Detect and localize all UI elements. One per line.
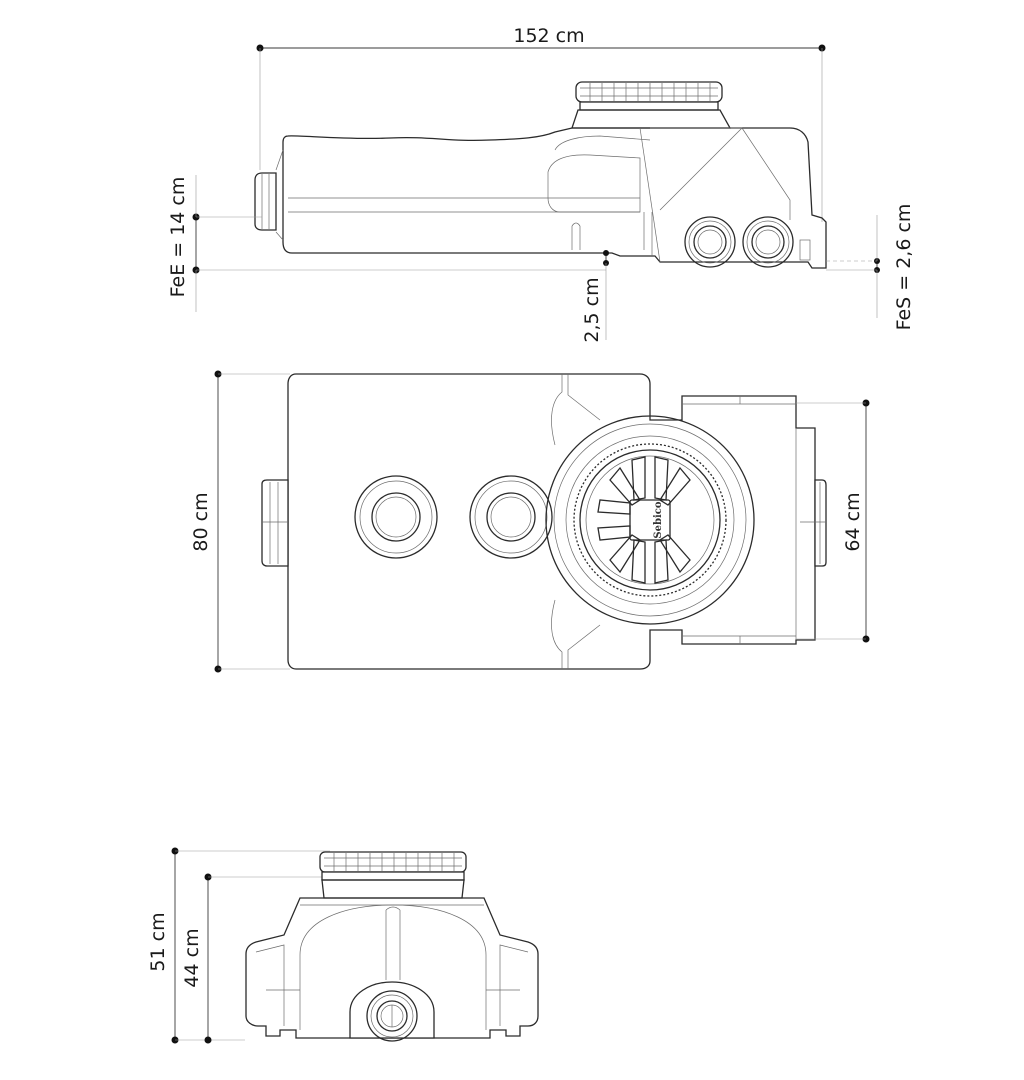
- front-cap: [319, 851, 467, 899]
- inlet-height-dimension: FeE = 14 cm: [167, 175, 606, 312]
- width-label: 80 cm: [190, 492, 212, 551]
- side-view: 152 cm: [167, 25, 915, 343]
- side-outlet-right: [742, 216, 794, 268]
- top-outlet: [800, 479, 827, 567]
- base-offset-dimension: 2,5 cm: [581, 250, 609, 343]
- body-width-label: 64 cm: [842, 492, 864, 551]
- side-inlet: [254, 149, 284, 241]
- front-tank-body: [245, 897, 539, 1039]
- top-cap: Sebico: [545, 415, 755, 625]
- length-label: 152 cm: [513, 25, 584, 47]
- top-opening-left: [354, 475, 438, 559]
- top-view: 80 cm: [190, 370, 870, 673]
- total-height-label: 51 cm: [147, 912, 169, 971]
- side-cap: [571, 81, 732, 129]
- front-view: 51 cm 44 cm: [147, 847, 539, 1044]
- brand-logo: Sebico: [653, 501, 664, 538]
- outlet-height-label: FeS = 2,6 cm: [893, 204, 915, 331]
- total-height-dimension: 51 cm: [147, 847, 330, 1044]
- base-offset-label: 2,5 cm: [581, 277, 603, 342]
- body-height-dimension: 44 cm: [181, 873, 330, 1044]
- body-height-label: 44 cm: [181, 928, 203, 987]
- outlet-height-dimension: FeS = 2,6 cm: [826, 204, 915, 331]
- length-dimension: 152 cm: [256, 25, 826, 222]
- side-tank-body: [282, 127, 827, 269]
- top-inlet: [261, 479, 289, 567]
- top-tank-body: [287, 373, 816, 670]
- side-outlet-left: [684, 216, 736, 268]
- inlet-height-label: FeE = 14 cm: [167, 177, 189, 298]
- front-outlet: [349, 981, 435, 1042]
- top-opening-right: [469, 475, 553, 559]
- width-dimension: 80 cm: [190, 370, 290, 673]
- body-width-dimension: 64 cm: [796, 399, 870, 643]
